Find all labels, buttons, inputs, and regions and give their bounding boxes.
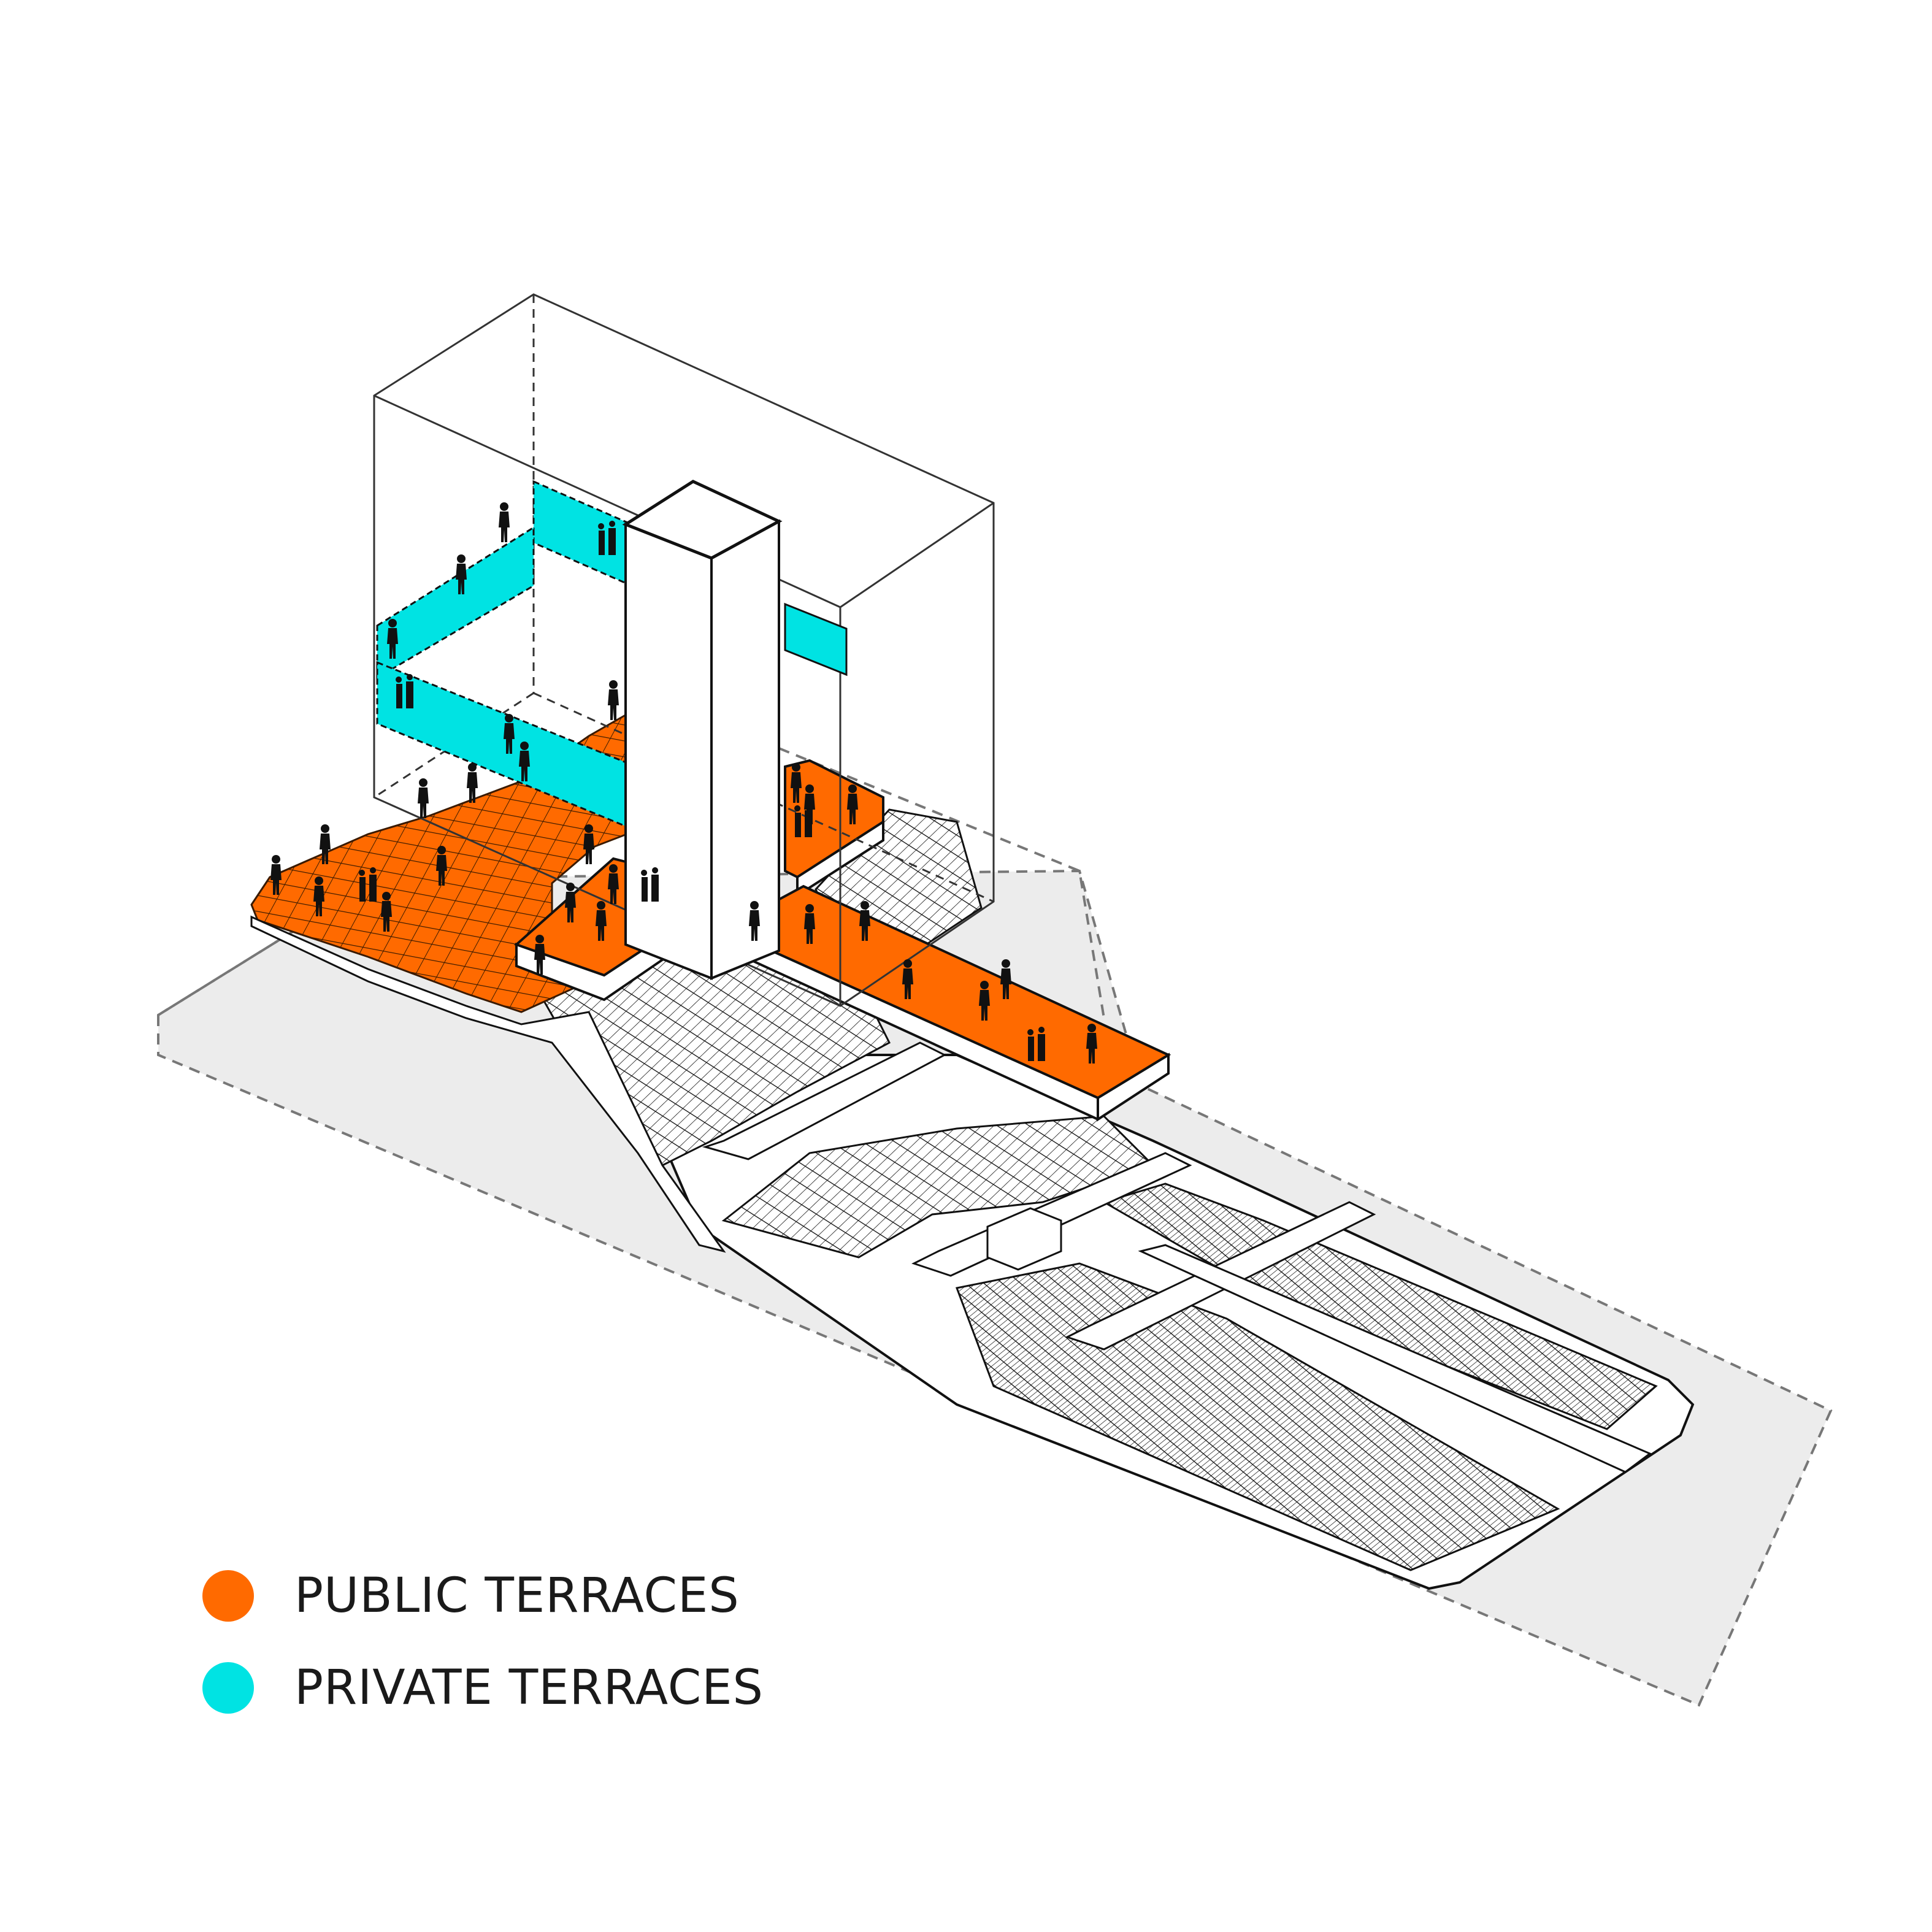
legend-item-public: PUBLIC TERRACES — [202, 1568, 938, 1631]
walkway-2 — [911, 1152, 1192, 1277]
private-terrace-swatch — [202, 1662, 254, 1714]
legend-label-private: PRIVATE TERRACES — [294, 1660, 764, 1715]
core-tower-left — [624, 523, 713, 980]
kiosk-block — [986, 1207, 1062, 1271]
walkway-long — [1138, 1244, 1652, 1473]
public-landscape-edge — [250, 915, 726, 1253]
core-tower-top — [622, 480, 783, 560]
private-terrace-right — [784, 602, 848, 677]
public-terrace-swatch — [202, 1570, 254, 1622]
core-tower-right — [710, 519, 780, 980]
legend-label-public: PUBLIC TERRACES — [294, 1568, 740, 1623]
private-terrace-back-wall — [532, 480, 633, 588]
walkway-1 — [702, 1041, 947, 1160]
legend-item-private: PRIVATE TERRACES — [202, 1660, 938, 1723]
private-terrace-left-wall — [376, 526, 535, 680]
